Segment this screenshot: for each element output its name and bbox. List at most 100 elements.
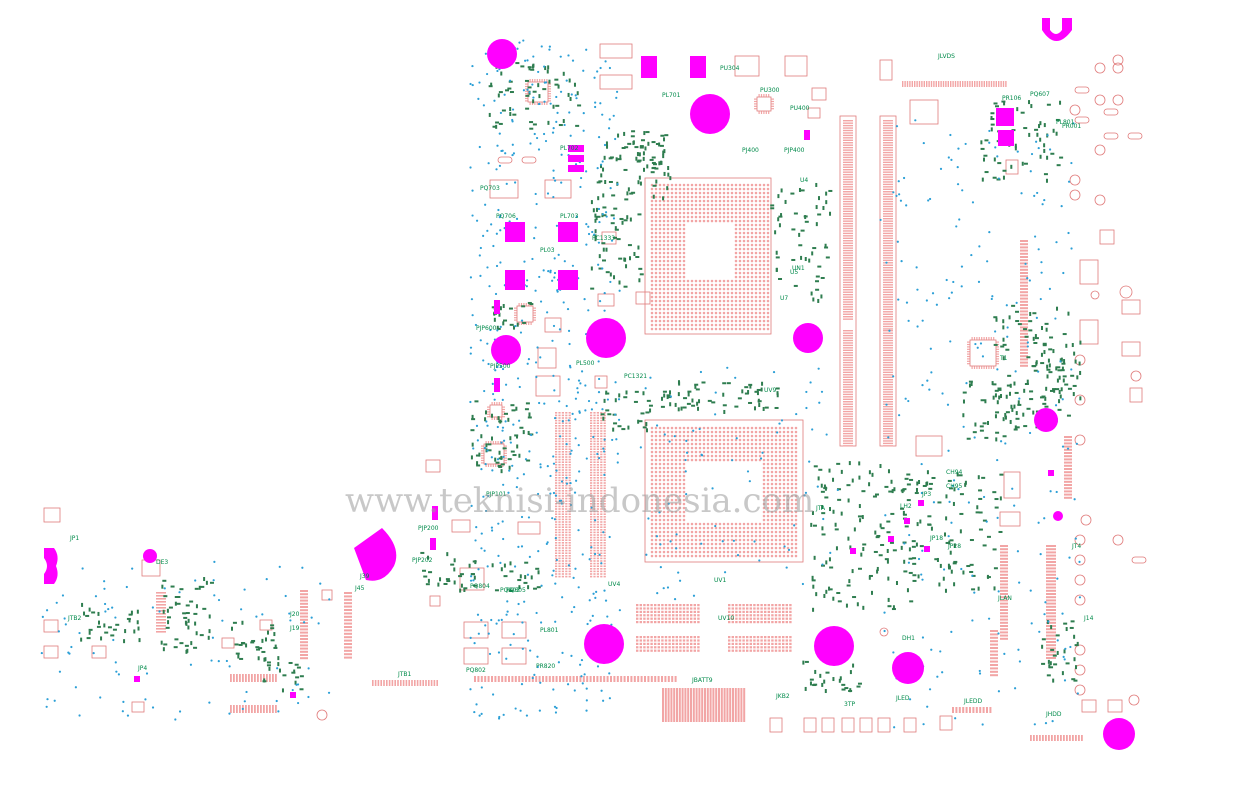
bga-ball	[670, 426, 674, 430]
pad	[568, 560, 571, 562]
pin	[1046, 596, 1056, 599]
pad	[555, 490, 558, 492]
smd-part	[573, 82, 576, 87]
pad	[590, 474, 593, 476]
bga-ball	[662, 303, 666, 307]
smd-part	[1076, 375, 1079, 380]
bga-ball	[770, 470, 774, 474]
bga-ball	[742, 291, 746, 295]
bga-ball	[786, 450, 790, 454]
bga-ball	[710, 283, 714, 287]
pin	[416, 680, 419, 686]
pad	[568, 414, 571, 417]
smd-part	[282, 674, 287, 677]
smd-part	[928, 487, 933, 490]
smd-part	[917, 574, 920, 579]
smd-part	[273, 632, 276, 637]
pin	[945, 81, 947, 87]
pin	[1020, 313, 1028, 316]
pin	[843, 440, 853, 442]
oval-pad	[1103, 132, 1119, 140]
pin	[734, 688, 737, 722]
pad	[735, 614, 738, 617]
smd-part	[639, 273, 644, 276]
pin	[996, 360, 999, 362]
bga-ball	[650, 219, 654, 223]
pad	[728, 646, 731, 649]
bga-ball	[666, 199, 670, 203]
bga-ball	[790, 518, 794, 522]
bga-ball	[678, 287, 682, 291]
smd-part	[879, 523, 882, 528]
pad	[600, 529, 603, 531]
pad	[568, 539, 571, 541]
bga-ball	[758, 299, 762, 303]
bga-ball	[678, 215, 682, 219]
pin	[1064, 445, 1072, 448]
bga-ball	[726, 426, 730, 430]
bga-ball	[682, 227, 686, 231]
smd-part	[858, 504, 861, 509]
pin	[667, 676, 670, 682]
pin	[768, 94, 770, 97]
smd-part	[812, 584, 815, 589]
pad	[738, 636, 742, 639]
bga-ball	[794, 458, 798, 462]
smd-part	[277, 662, 280, 667]
smd-part	[748, 401, 753, 404]
bga-ball	[790, 502, 794, 506]
bga-ball	[690, 307, 694, 311]
smd-part	[594, 229, 597, 234]
pad	[643, 610, 646, 613]
pin	[1000, 583, 1008, 586]
smd-part	[909, 478, 914, 481]
pin	[883, 129, 893, 132]
bga-ball	[766, 299, 770, 303]
pin	[843, 264, 853, 266]
bga-ball	[762, 303, 766, 307]
bga-ball	[726, 291, 730, 295]
smd-part	[916, 481, 919, 486]
pad	[664, 617, 668, 620]
bga-ball	[758, 259, 762, 263]
pin	[474, 676, 476, 682]
pin	[1020, 329, 1028, 332]
smd-part	[654, 167, 659, 170]
smd-part	[258, 647, 263, 650]
smd-part	[856, 602, 859, 607]
pin	[990, 636, 998, 639]
bga-ball	[650, 239, 654, 243]
bga-ball	[690, 534, 694, 538]
pad	[785, 642, 788, 645]
pad	[565, 471, 568, 474]
smd-part	[623, 219, 628, 222]
pad	[771, 639, 774, 642]
bga-ball	[782, 506, 786, 510]
smd-part	[1005, 411, 1010, 414]
pad	[558, 505, 561, 508]
footprint	[1079, 259, 1099, 285]
pad	[639, 636, 642, 639]
pad	[590, 482, 593, 484]
pad	[746, 604, 749, 607]
smd-part	[237, 654, 240, 659]
bga-ball	[750, 530, 754, 534]
smd-part	[503, 319, 508, 322]
pad	[558, 422, 561, 424]
smd-part	[674, 402, 677, 407]
pad	[668, 604, 671, 607]
bga-ball	[786, 534, 790, 538]
pin	[1064, 468, 1072, 470]
bga-ball	[762, 438, 766, 442]
smd-part	[851, 478, 854, 483]
pad	[668, 617, 671, 620]
pin	[414, 680, 416, 686]
pin	[990, 337, 992, 340]
bga-ball	[758, 327, 762, 331]
smd-part	[439, 577, 442, 582]
pin	[843, 301, 853, 303]
bga-ball	[762, 283, 766, 287]
bga-ball	[766, 315, 770, 319]
footprint	[1129, 387, 1143, 403]
pad	[568, 487, 571, 489]
